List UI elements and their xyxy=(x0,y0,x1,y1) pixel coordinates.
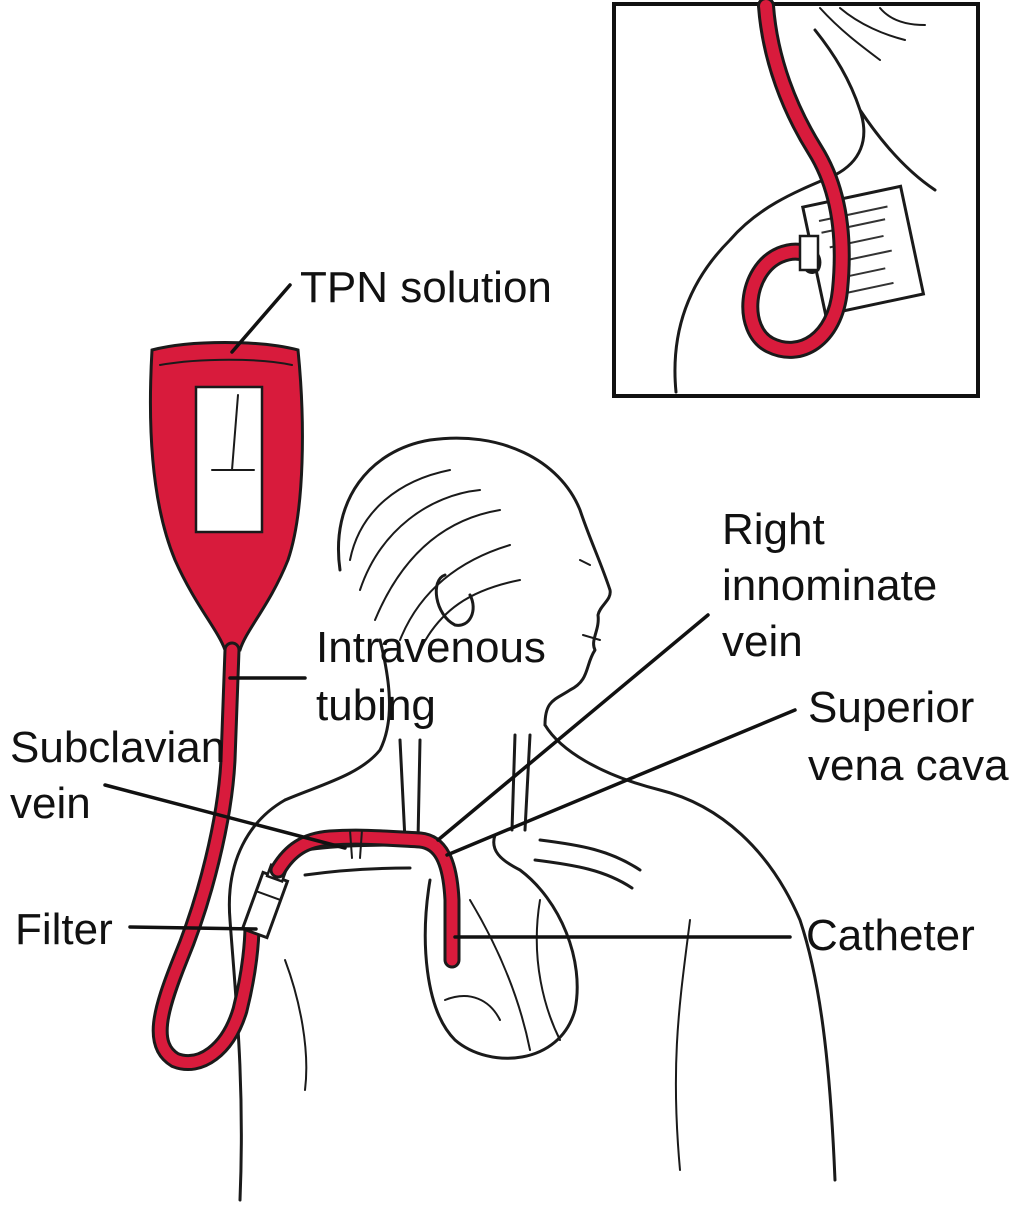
inset-frame xyxy=(614,4,978,396)
label-innominate-line3: vein xyxy=(722,617,803,666)
tpn-bag xyxy=(150,343,302,651)
dressing-label-icon xyxy=(803,186,924,314)
label-filter: Filter xyxy=(15,905,113,954)
leader-filter xyxy=(130,927,256,929)
neck-veins xyxy=(400,735,530,840)
heart-vessels xyxy=(445,900,560,1050)
label-innominate-line1: Right xyxy=(722,505,825,554)
label-svc-line2: vena cava xyxy=(808,741,1009,790)
label-catheter: Catheter xyxy=(806,911,975,960)
label-tpn-solution: TPN solution xyxy=(300,263,552,312)
torso-lines xyxy=(285,920,690,1170)
leader-tpn-solution xyxy=(232,285,290,352)
inset-panel xyxy=(614,4,978,396)
label-svc-line1: Superior xyxy=(808,683,974,732)
leader-superior-vena-cava xyxy=(447,710,795,855)
label-innominate-line2: innominate xyxy=(722,561,937,610)
right-shoulder-outline xyxy=(545,725,835,1180)
label-subclavian-line2: vein xyxy=(10,779,91,828)
bag-label-window xyxy=(196,387,262,532)
label-intravenous-line2: tubing xyxy=(316,681,436,730)
left-brachiocephalic-vein xyxy=(535,840,640,888)
inset-clip xyxy=(800,236,818,270)
label-intravenous-line1: Intravenous xyxy=(316,623,546,672)
subclavian-vein-outline xyxy=(305,845,410,875)
label-subclavian-line1: Subclavian xyxy=(10,723,225,772)
